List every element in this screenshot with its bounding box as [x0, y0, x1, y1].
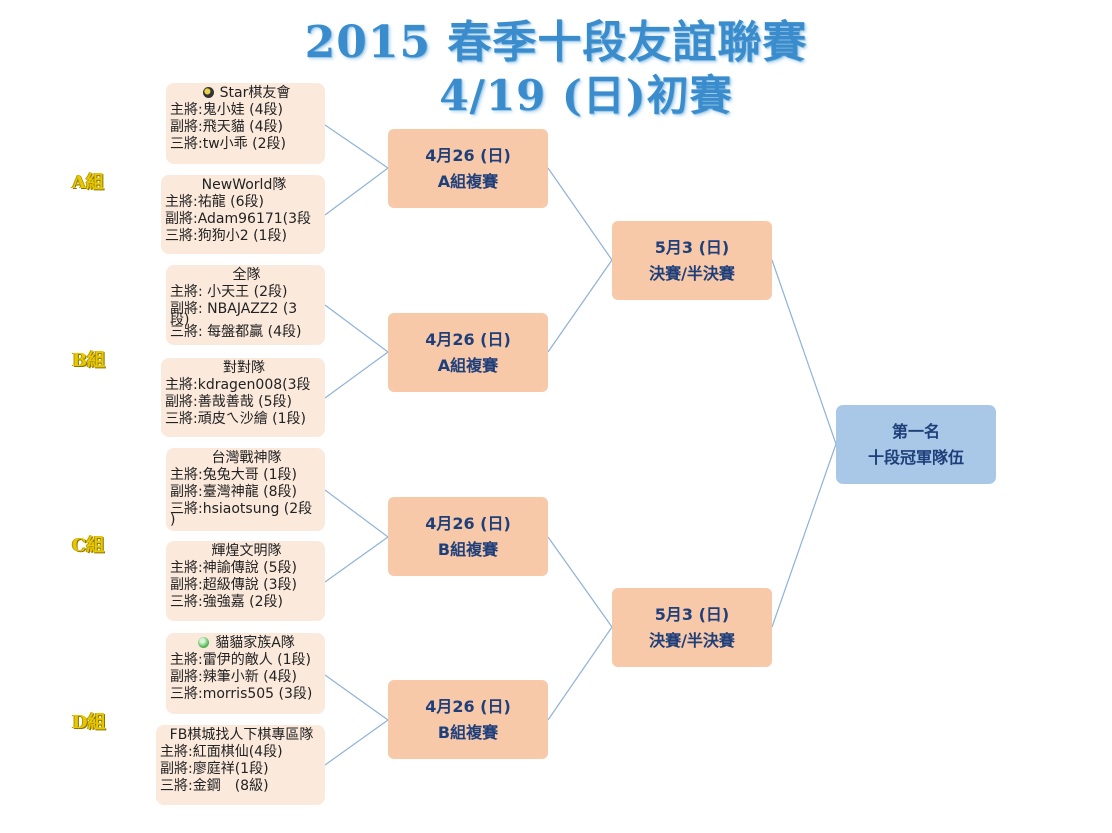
team-member: 三將:hsiaotsung (2段	[170, 501, 313, 517]
team-name: 對對隊	[223, 360, 265, 376]
connector-team-8	[324, 719, 389, 766]
match-label: B組複賽	[437, 539, 499, 559]
champion-subtitle: 十段冠軍隊伍	[867, 447, 964, 467]
team-member: 副將:飛天貓 (4段)	[170, 119, 283, 135]
team-name: 輝煌文明隊	[211, 543, 282, 559]
connector-team-6	[324, 536, 389, 583]
connector-r3-2	[771, 443, 837, 628]
team-member: 段)	[170, 312, 190, 328]
team-box: FB棋城找人下棋專區隊 主將:紅面棋仙(4段) 副將:廖庭祥(1段) 三將:金鋼…	[156, 725, 325, 805]
match-label: A組複賽	[437, 355, 499, 375]
team-name: Star棋友會	[219, 85, 291, 101]
team-member: 主將:紅面棋仙(4段)	[160, 744, 283, 760]
team-member: 副將:超級傳說 (3段)	[170, 577, 297, 593]
connector-r2-1	[547, 167, 613, 261]
connector-team-2	[324, 167, 389, 216]
team-member: 副將:廖庭祥(1段)	[160, 761, 269, 777]
group-label-b: B組	[72, 350, 106, 371]
champion-box: 第一名 十段冠軍隊伍	[836, 405, 996, 484]
team-member: 副將: NBAJAZZ2 (3	[170, 301, 298, 317]
match-label: 決賽/半決賽	[649, 263, 735, 283]
team-box: Star棋友會 主將:鬼小娃 (4段) 副將:飛天貓 (4段) 三將:tw小乖 …	[166, 83, 325, 164]
connector-r2-3	[547, 536, 613, 628]
connector-team-1	[324, 124, 389, 169]
team-member: 三將:tw小乖 (2段)	[170, 136, 286, 152]
connector-team-7	[324, 674, 389, 721]
team-box: 全隊 主將: 小天王 (2段) 副將: NBAJAZZ2 (3 段) 三將: 每…	[166, 265, 325, 345]
match-date: 4月26 (日)	[425, 696, 511, 716]
team-name: 台灣戰神隊	[211, 450, 282, 466]
team-member: 主將: 小天王 (2段)	[170, 284, 288, 300]
group-label-a: A組	[72, 172, 104, 193]
round2-match: 4月26 (日) A組複賽	[388, 129, 548, 208]
team-member: 主將:神諭傳說 (5段)	[170, 560, 297, 576]
team-member: 副將:辣筆小新 (4段)	[170, 669, 297, 685]
connector-team-3	[324, 304, 389, 353]
team-member: 副將:善哉善哉 (5段)	[165, 394, 292, 410]
match-label: A組複賽	[437, 171, 499, 191]
team-member: 主將:雷伊的敵人 (1段)	[170, 652, 311, 668]
team-member: 主將:兔兔大哥 (1段)	[170, 467, 297, 483]
team-member: 副將:臺灣神龍 (8段)	[170, 484, 297, 500]
team-member: 三將:強強嘉 (2段)	[170, 594, 283, 610]
match-date: 5月3 (日)	[654, 604, 730, 624]
group-label-c: C組	[72, 535, 105, 556]
team-member: 三將:頑皮ㄟ沙繪 (1段)	[165, 411, 306, 427]
team-member: )	[170, 512, 176, 528]
connector-team-4	[324, 351, 389, 399]
round3-match: 5月3 (日) 決賽/半決賽	[612, 221, 772, 300]
team-name: FB棋城找人下棋專區隊	[169, 727, 314, 743]
match-label: 決賽/半決賽	[649, 630, 735, 650]
team-member: 副將:Adam96171(3段	[165, 211, 312, 227]
match-date: 4月26 (日)	[425, 145, 511, 165]
connector-r2-4	[547, 626, 613, 721]
star-badge-icon	[202, 87, 214, 98]
team-member: 主將:kdragen008(3段	[165, 377, 311, 393]
team-box: 對對隊 主將:kdragen008(3段 副將:善哉善哉 (5段) 三將:頑皮ㄟ…	[161, 358, 325, 437]
team-member: 三將:金鋼 (8級)	[160, 778, 269, 794]
team-box: 貓貓家族A隊 主將:雷伊的敵人 (1段) 副將:辣筆小新 (4段) 三將:mor…	[166, 633, 325, 714]
match-date: 4月26 (日)	[425, 329, 511, 349]
team-box: 輝煌文明隊 主將:神諭傳說 (5段) 副將:超級傳說 (3段) 三將:強強嘉 (…	[166, 541, 325, 621]
round2-match: 4月26 (日) A組複賽	[388, 313, 548, 392]
group-label-d: D組	[72, 712, 106, 733]
champion-title: 第一名	[891, 421, 940, 441]
match-date: 4月26 (日)	[425, 513, 511, 533]
team-member: 三將:morris505 (3段)	[170, 686, 313, 702]
team-member: 三將: 每盤都贏 (4段)	[170, 324, 302, 340]
team-name: NewWorld隊	[201, 177, 287, 193]
team-member: 主將:祐龍 (6段)	[165, 194, 264, 210]
connector-team-5	[324, 489, 389, 538]
team-box: NewWorld隊 主將:祐龍 (6段) 副將:Adam96171(3段 三將:…	[161, 175, 325, 254]
team-name: 貓貓家族A隊	[215, 635, 295, 651]
connector-r2-2	[547, 259, 613, 353]
team-member: 主將:鬼小娃 (4段)	[170, 102, 283, 118]
match-label: B組複賽	[437, 722, 499, 742]
match-date: 5月3 (日)	[654, 237, 730, 257]
team-name: 全隊	[232, 267, 261, 283]
team-member: 三將:狗狗小2 (1段)	[165, 228, 287, 244]
green-badge-icon	[198, 637, 210, 648]
title-line-1: 2015 春季十段友誼聯賽	[304, 17, 808, 68]
round2-match: 4月26 (日) B組複賽	[388, 497, 548, 576]
team-box: 台灣戰神隊 主將:兔兔大哥 (1段) 副將:臺灣神龍 (8段) 三將:hsiao…	[166, 448, 325, 531]
round2-match: 4月26 (日) B組複賽	[388, 680, 548, 759]
connector-r3-1	[771, 259, 837, 445]
round3-match: 5月3 (日) 決賽/半決賽	[612, 588, 772, 667]
title-line-2: 4/19 (日)初賽	[439, 71, 733, 120]
